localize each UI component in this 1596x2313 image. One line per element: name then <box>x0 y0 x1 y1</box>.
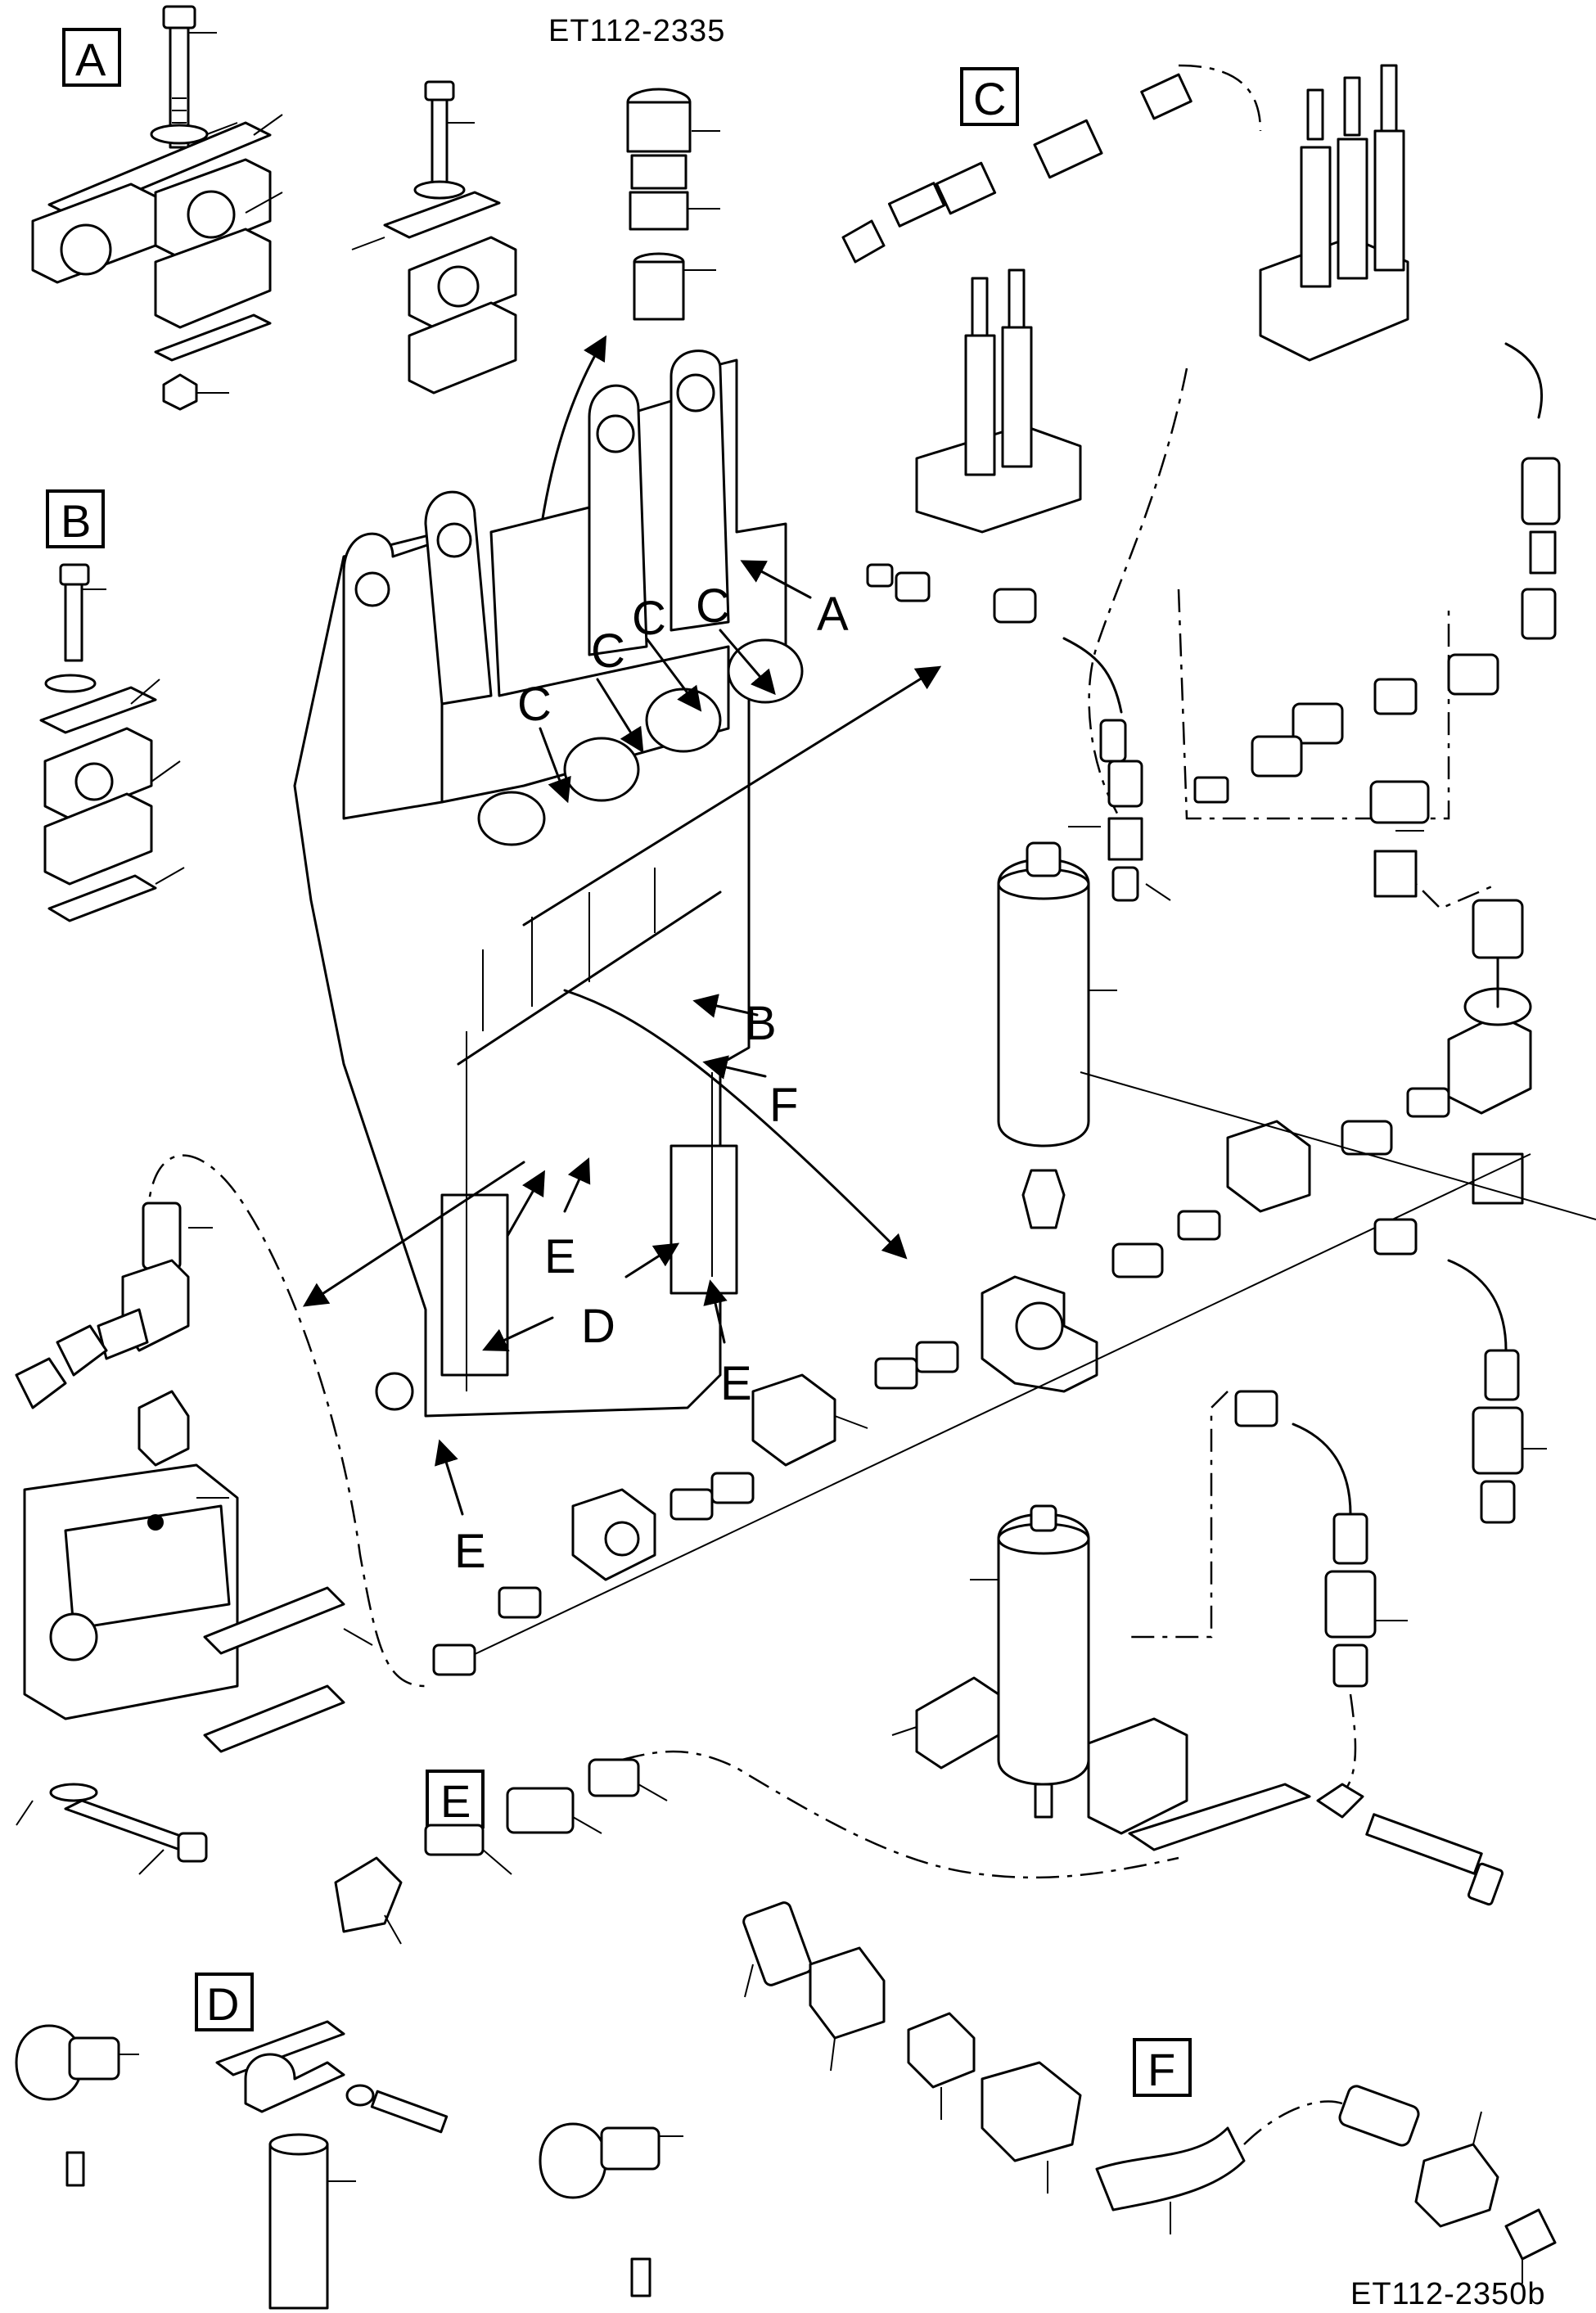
pointer-label-c4: C <box>696 579 730 633</box>
svg-text:C: C <box>973 73 1006 124</box>
svg-text:B: B <box>61 495 91 547</box>
detail-box-c: C <box>960 67 1019 126</box>
drawing-code-bottom: ET112-2350b <box>1350 2277 1545 2311</box>
detail-f-hose <box>742 1901 1557 2284</box>
detail-a-clamp-variant <box>351 80 517 395</box>
pointer-label-e1: E <box>544 1230 576 1283</box>
detail-a-clamp-assembly <box>31 5 283 411</box>
drawing-code-top: ET112-2335 <box>548 14 725 48</box>
right-hose-assembly <box>1129 1218 1547 1906</box>
pointer-arrows: A B F C C C C E D E E <box>435 560 849 1578</box>
detail-box-e: E <box>426 1770 485 1828</box>
pointer-label-a: A <box>817 588 849 641</box>
svg-text:A: A <box>75 34 106 85</box>
boom-frame <box>293 349 804 1418</box>
accumulator-lower <box>891 1504 1311 1851</box>
left-pump-assembly <box>15 1154 426 1875</box>
pointer-label-f: F <box>769 1079 798 1132</box>
detail-e-fittings <box>334 1750 1179 1945</box>
svg-text:F: F <box>1147 2044 1175 2095</box>
detail-c-distributor <box>841 64 1561 910</box>
pointer-label-d: D <box>581 1300 615 1353</box>
top-fitting-stack <box>534 88 720 566</box>
detail-box-b: B <box>46 489 105 548</box>
detail-box-f: F <box>1133 2038 1192 2097</box>
svg-text:D: D <box>206 1978 239 2030</box>
detail-box-a: A <box>62 28 121 87</box>
pointer-label-c1: C <box>517 678 552 731</box>
pointer-label-e2: E <box>720 1357 752 1410</box>
detail-box-d: D <box>195 1973 254 2031</box>
pointer-label-e3: E <box>454 1525 486 1578</box>
detail-d-clamp <box>15 2020 683 2310</box>
pointer-label-c2: C <box>591 624 625 678</box>
lube-lines <box>302 665 942 1391</box>
svg-text:E: E <box>440 1775 471 1827</box>
detail-b-clamp-assembly <box>39 563 185 922</box>
pointer-label-b: B <box>745 997 777 1050</box>
accumulator-upper <box>997 841 1117 1229</box>
tee-manifold <box>432 899 1596 1676</box>
pointer-label-c3: C <box>632 592 666 645</box>
